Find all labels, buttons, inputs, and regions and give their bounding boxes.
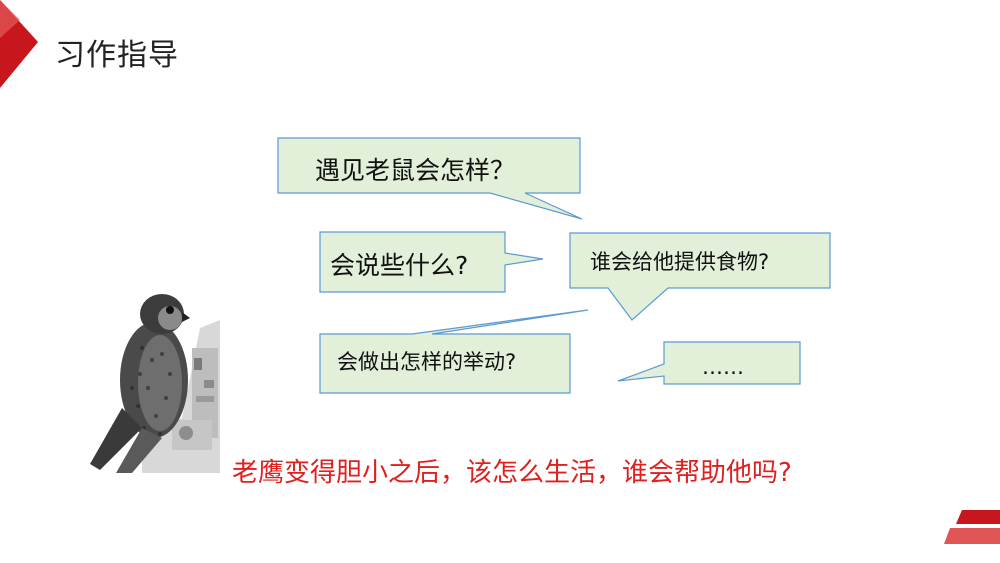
corner-decoration-top-left [0,0,38,88]
bubble-2-text: 会说些什么? [330,251,469,280]
bubble-5-shape [617,341,801,385]
bubble-1-text: 遇见老鼠会怎样？ [315,156,516,185]
bubble-1-shape [277,137,583,220]
bubble-3-text: 谁会给他提供食物? [590,250,770,274]
corner-decoration-bottom-right [944,510,1000,544]
guiding-question: 老鹰变得胆小之后，该怎么生活，谁会帮助他吗? [232,458,792,488]
page-title: 习作指导 [55,38,179,73]
bubble-2-shape [319,231,544,293]
bubble-4-shape [319,309,589,394]
bubble-4-text: 会做出怎样的举动? [337,350,517,374]
bubble-3-shape [569,232,831,321]
bubble-5-text: …… [702,355,744,379]
eagle-photo [82,288,220,473]
